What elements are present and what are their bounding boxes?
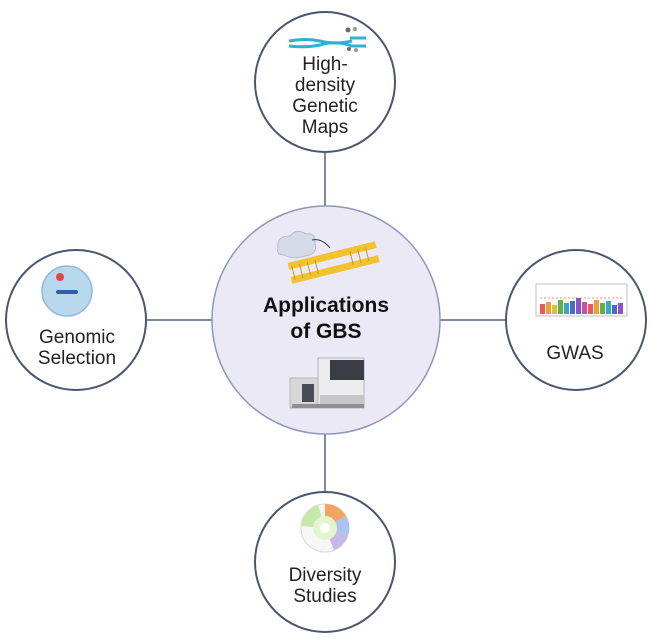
manhattan-plot-icon xyxy=(535,283,628,317)
center-title-line: of GBS xyxy=(290,320,362,343)
node-label-line: Diversity xyxy=(288,565,362,586)
node-label-high-density-genetic-maps: High- density Genetic Maps xyxy=(265,54,385,138)
node-label-line: Selection xyxy=(37,348,117,369)
circular-phylogenetic-tree-icon xyxy=(300,503,350,553)
restriction-enzyme-dna-icon xyxy=(277,230,380,284)
node-label-gwas: GWAS xyxy=(515,343,635,364)
node-label-line: Maps xyxy=(301,117,349,138)
chromosome-crossover-icon xyxy=(288,27,366,52)
center-circle xyxy=(211,205,441,435)
node-label-line: Studies xyxy=(293,586,357,607)
node-label-line: Genetic xyxy=(292,96,358,117)
node-label-line: High- xyxy=(302,54,348,75)
node-label-genomic-selection: Genomic Selection xyxy=(17,327,137,369)
sequencer-machine-icon xyxy=(289,357,365,409)
center-title: Applications of GBS xyxy=(226,293,426,345)
node-label-line: GWAS xyxy=(546,343,604,364)
cell-icon xyxy=(41,265,93,317)
satellite-circle-left xyxy=(5,249,147,391)
satellite-circle-bottom xyxy=(254,491,396,633)
node-label-line: Genomic xyxy=(38,327,116,348)
satellite-circle-right xyxy=(505,249,647,391)
node-label-line: density xyxy=(294,75,356,96)
node-label-diversity-studies: Diversity Studies xyxy=(265,565,385,607)
connectors xyxy=(145,150,505,492)
center-title-line: Applications xyxy=(262,294,389,317)
